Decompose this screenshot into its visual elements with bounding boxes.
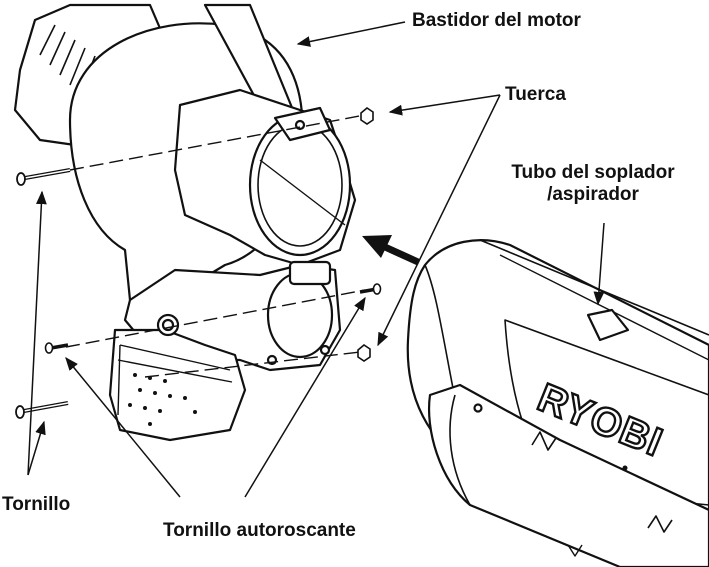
self-tapping-screw-left (44, 342, 69, 354)
leader-screw-upper (27, 190, 47, 476)
label-blower-tube-line2: /aspirador (547, 184, 639, 205)
logo-registered-dot (622, 465, 628, 471)
leader-blower-tube (593, 222, 605, 306)
label-nut: Tuerca (505, 84, 566, 105)
label-blower-tube: Tubo del soplador /aspirador (478, 162, 708, 206)
upper-screw (16, 168, 71, 186)
upper-alignment-line (69, 114, 366, 171)
leader-lines (27, 21, 605, 498)
label-screw: Tornillo (2, 494, 71, 515)
leader-self-tapping-right (244, 296, 366, 498)
lower-alignment-line (144, 351, 361, 378)
upper-nut (360, 107, 374, 125)
middle-alignment-line (65, 289, 366, 348)
leader-nut-upper (388, 94, 501, 116)
leader-nut-lower (377, 94, 501, 347)
leader-self-tapping-left (65, 356, 181, 498)
blower-tube-drawing (406, 239, 709, 567)
label-self-tapping-screw: Tornillo autoroscante (163, 520, 356, 541)
leader-motor-housing (296, 21, 406, 47)
motor-housing-drawing (13, 3, 357, 442)
insertion-arrow (362, 235, 420, 266)
leader-screw-lower (27, 420, 46, 476)
self-tapping-screw-right (359, 283, 382, 295)
label-blower-tube-line1: Tubo del soplador (511, 162, 675, 183)
label-motor-housing: Bastidor del motor (412, 10, 581, 31)
lower-screw (15, 401, 69, 419)
lower-nut (357, 344, 371, 362)
